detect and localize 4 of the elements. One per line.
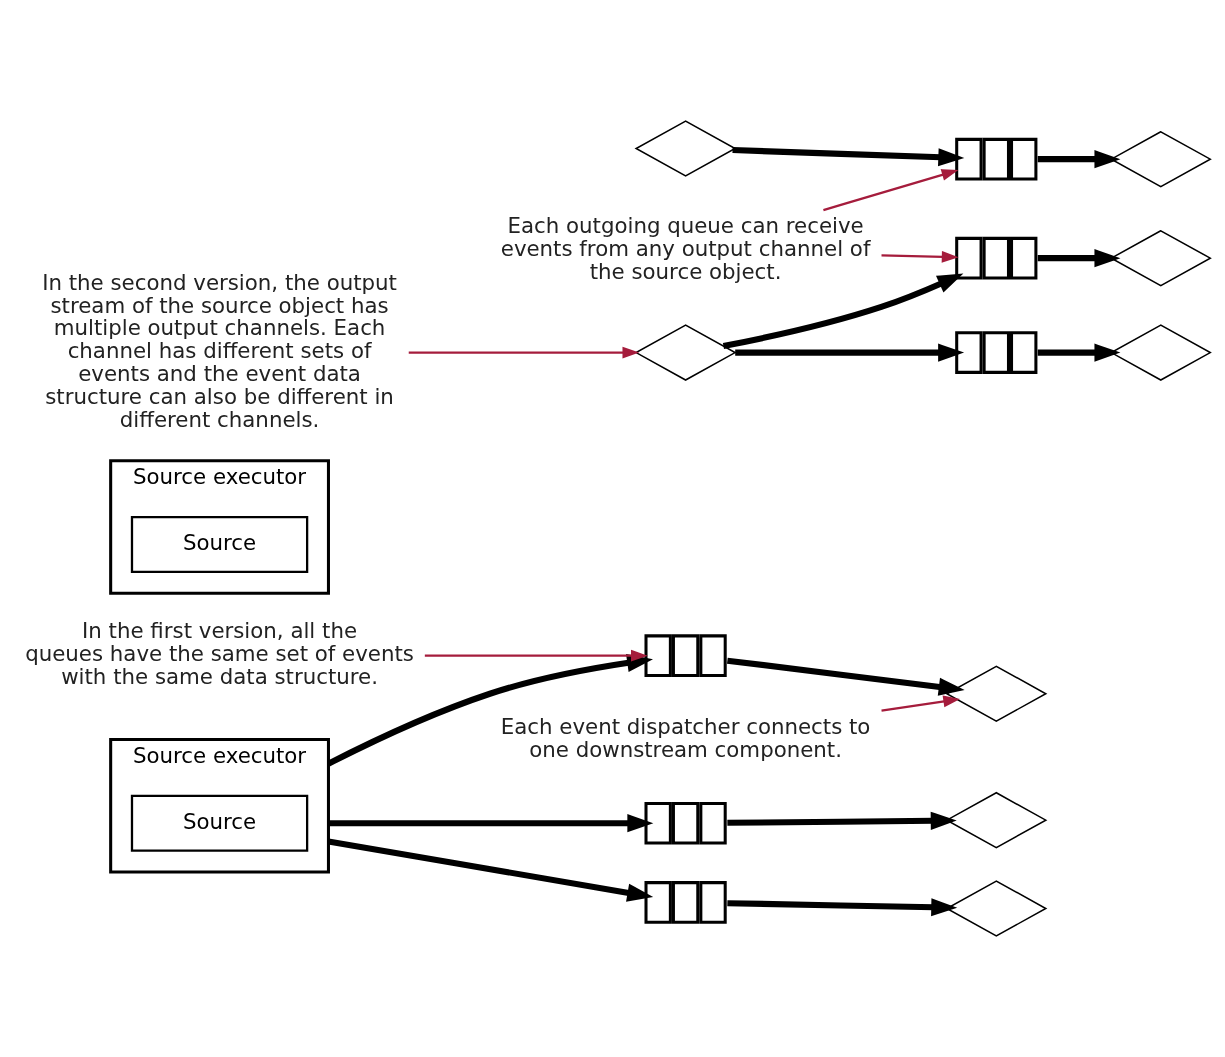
node-text: Each event dispatcher connects to one downstream component. bbox=[500, 713, 871, 762]
node-text: Each outgoing queue can receive events from any output channel of the source object. bbox=[500, 213, 871, 285]
node-text: In the first version, all the queues have the same set of events with the same data structure. bbox=[25, 618, 414, 690]
node-text: In the second version, the output stream of the source object has multiple output channels. Each channel has different sets of events and the event data structure can also be different in different channels. bbox=[42, 269, 397, 432]
